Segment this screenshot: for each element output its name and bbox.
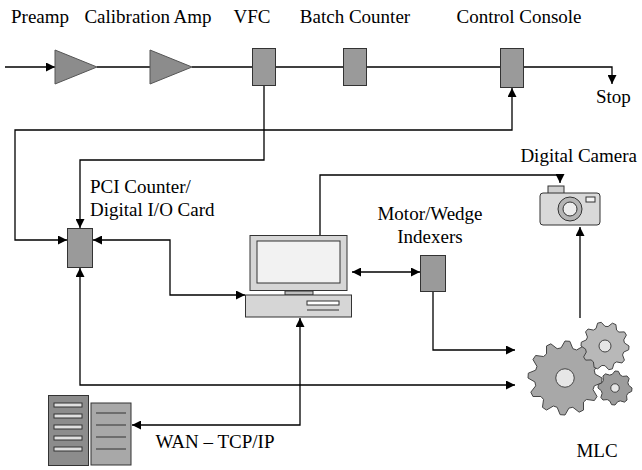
label-anchor: WAN – TCP/IP: [156, 431, 275, 454]
label-anchor: Motor/Wedge Indexers: [377, 203, 483, 249]
node-label: Calibration Amp: [84, 6, 211, 29]
computer-icon: [245, 235, 352, 318]
label-anchor: Calibration Amp: [84, 6, 211, 29]
console-box: Control Console: [500, 48, 524, 88]
server-icon: [48, 395, 132, 466]
label-anchor: MLC: [576, 440, 617, 463]
node-label: Control Console: [456, 6, 581, 29]
node-label: MLC: [576, 440, 617, 463]
connector-line: [97, 66, 150, 67]
connector-line: [579, 227, 580, 318]
node-label: Motor/Wedge Indexers: [377, 203, 483, 249]
counter-box: Batch Counter: [343, 48, 367, 86]
amplifier-triangle: [55, 50, 97, 84]
vfc-box: [252, 48, 276, 86]
node-label: PCI Counter/ Digital I/O Card: [90, 176, 233, 222]
connector-line: [352, 271, 420, 272]
label-anchor: VFC: [234, 6, 271, 29]
connector-line: [132, 318, 300, 425]
connector-line: [367, 66, 500, 67]
connector-line: [276, 66, 343, 67]
node-label: Batch Counter: [300, 6, 410, 29]
indexer-box: [420, 255, 446, 292]
indexer-box: Motor/Wedge Indexers: [420, 255, 446, 292]
server-icon: [48, 395, 132, 466]
label-anchor: Preamp: [11, 6, 69, 29]
node-label: Digital Camera: [520, 145, 637, 168]
label-anchor: PCI Counter/ Digital I/O Card: [90, 176, 233, 222]
signal-input-wire: [5, 66, 55, 67]
signal-label: Stop: [596, 86, 631, 109]
label-anchor: Batch Counter: [300, 6, 410, 29]
camera-icon: Digital Camera: [538, 183, 602, 227]
computer-icon: [245, 235, 352, 318]
console-box: [500, 48, 524, 88]
camera-icon: [538, 183, 602, 227]
io-card-box: [67, 228, 93, 268]
node-label: Preamp: [11, 6, 69, 29]
mlc-gears: [515, 318, 633, 416]
label-anchor: Control Console: [456, 6, 581, 29]
counter-box: [343, 48, 367, 86]
amplifier-triangle: Calibration Amp: [150, 50, 192, 84]
connector-line: [80, 86, 264, 228]
amplifier-triangle: Preamp: [55, 50, 97, 84]
connector-line: [192, 66, 252, 67]
node-label: VFC: [234, 6, 271, 29]
mlc-gears: MLC: [515, 318, 633, 416]
amplifier-triangle: [150, 50, 192, 84]
io-card-box: PCI Counter/ Digital I/O Card: [67, 228, 93, 268]
label-anchor: Digital Camera: [520, 145, 637, 168]
label-anchor: Stop: [596, 86, 631, 109]
connector-line: [433, 292, 515, 350]
connector-line: [93, 240, 245, 295]
connector-label: WAN – TCP/IP: [156, 431, 275, 454]
vfc-box: VFC: [252, 48, 276, 86]
stop-wire: [524, 67, 612, 84]
